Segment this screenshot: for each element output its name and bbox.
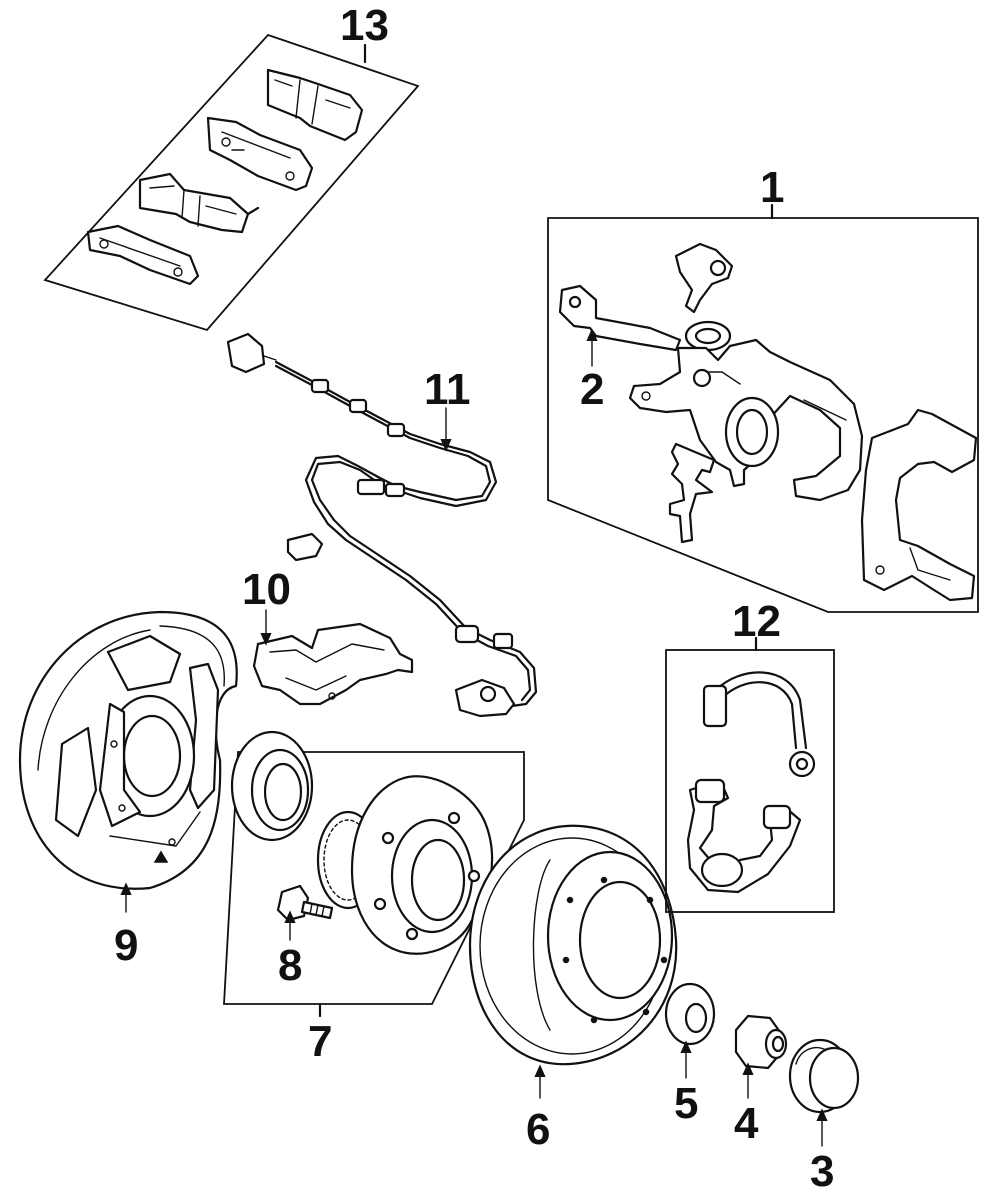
caliper-mounting-bracket xyxy=(860,408,978,602)
group-box-12 xyxy=(665,649,835,913)
callout-10: 10 xyxy=(242,565,291,614)
group-box-1 xyxy=(547,217,979,613)
sensor-bracket-part xyxy=(252,622,414,706)
abs-sensor-wire-part xyxy=(226,332,538,718)
callout-12: 12 xyxy=(732,597,781,646)
callout-7: 7 xyxy=(308,1017,332,1066)
callout-3: 3 xyxy=(810,1147,834,1196)
pad-retainer-clip xyxy=(668,442,716,544)
washer-part xyxy=(664,982,716,1046)
callout-9: 9 xyxy=(114,921,138,970)
callout-labels: 1 2 3 4 5 6 7 8 9 10 11 12 13 xyxy=(114,1,834,1196)
callout-4: 4 xyxy=(734,1099,759,1148)
brake-hose-lower xyxy=(686,778,802,894)
brake-hose-upper xyxy=(702,671,816,778)
caliper-bracket-part xyxy=(558,284,682,352)
callout-5: 5 xyxy=(674,1079,698,1128)
callout-6: 6 xyxy=(526,1105,550,1154)
piston-seal xyxy=(684,320,732,352)
hub-cap-part xyxy=(788,1038,860,1114)
hub-nut-part xyxy=(734,1014,788,1070)
caliper-body xyxy=(628,338,864,502)
callout-1: 1 xyxy=(760,163,784,212)
brake-pad-2 xyxy=(206,116,314,192)
brake-pad-4 xyxy=(86,224,200,286)
callout-13: 13 xyxy=(340,1,389,50)
caliper-assembly-group xyxy=(547,203,979,613)
bleeder-valve xyxy=(674,242,734,314)
callout-2: 2 xyxy=(580,365,604,414)
hub-bearing-group xyxy=(223,730,525,1018)
brake-pad-1 xyxy=(266,68,364,142)
brake-rotor-part xyxy=(468,824,678,1066)
bearing-seal xyxy=(230,730,314,842)
group-box-13 xyxy=(43,33,420,332)
hub-flange xyxy=(350,775,494,955)
callout-11: 11 xyxy=(424,365,471,414)
brake-pads-group xyxy=(43,33,420,332)
leader-arrows xyxy=(120,328,828,1147)
brake-pad-3 xyxy=(138,172,260,234)
callout-8: 8 xyxy=(278,941,302,990)
brake-hoses-group xyxy=(665,636,835,913)
splash-shield-part xyxy=(18,610,238,890)
